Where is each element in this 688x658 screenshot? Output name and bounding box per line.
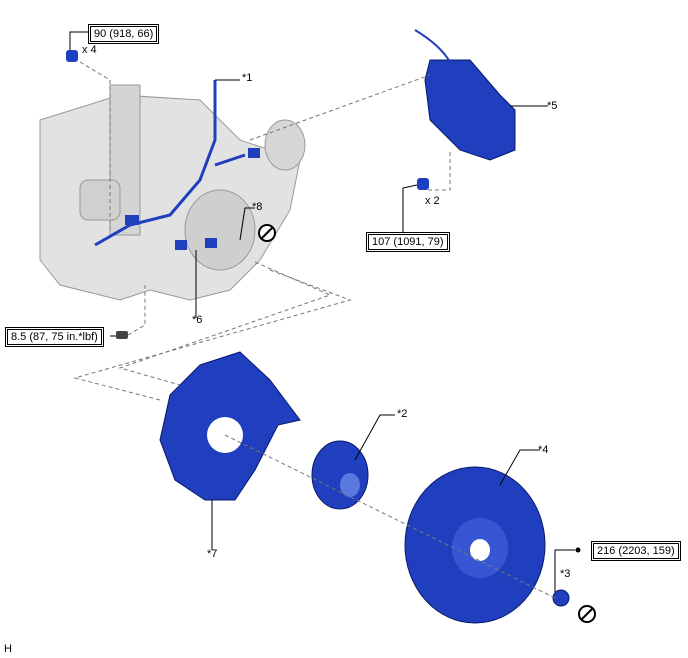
axle-hub [311,440,369,510]
no-reuse-icon [258,224,276,242]
callout-7: *7 [207,548,218,560]
torque-spec-caliper-bolt: 107 (1091, 79) [366,232,450,252]
torque-spec-hub-nut: 216 (2203, 159) [591,541,681,561]
bolt-icon [417,178,429,190]
alignment-lines [73,61,556,599]
brake-hose [94,80,217,247]
bolt-icon [116,331,128,339]
torque-spec-small-bolt: 8.5 (87, 75 in.*lbf) [5,327,104,347]
callout-1: *1 [242,72,253,84]
bolt-icon [66,50,78,62]
hub-nut [552,589,570,607]
callout-2: *2 [397,408,408,420]
bullet-dot [575,547,581,553]
callout-8: *8 [252,201,263,213]
quantity-x2: x 2 [425,195,440,207]
quantity-x4: x 4 [82,44,97,56]
no-reuse-icon [578,605,596,623]
footer-code: H [4,643,12,655]
leader-lines [69,31,575,592]
callout-3: *3 [560,568,571,580]
suspension-assembly [39,84,306,301]
brake-caliper [424,59,516,161]
callout-4: *4 [538,444,549,456]
torque-spec-bolt-x4: 90 (918, 66) [88,24,160,44]
callout-6: *6 [192,314,203,326]
brake-disc [404,466,546,624]
callout-5: *5 [547,100,558,112]
